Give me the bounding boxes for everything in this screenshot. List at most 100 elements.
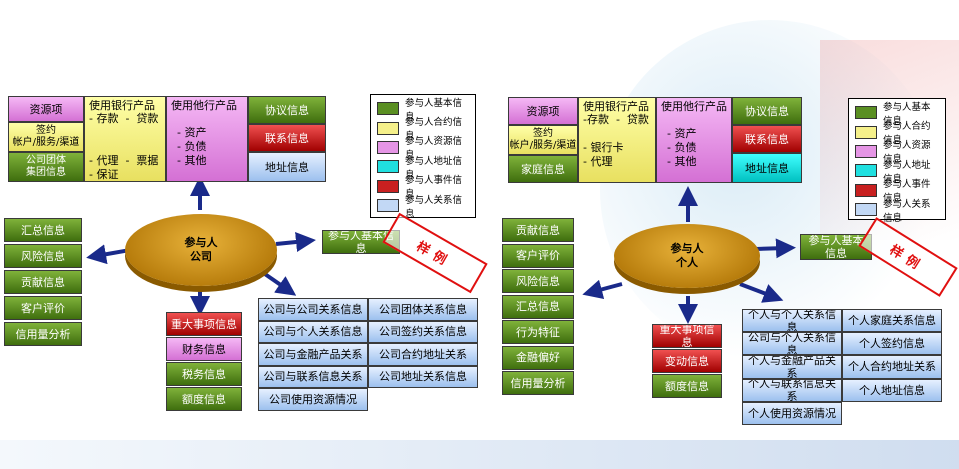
person-legend-item: 参与人地址信息 — [855, 160, 939, 185]
company-other-products-title: 使用他行产品 — [171, 99, 237, 112]
company-contract-box: 签约 帐户/服务/渠道 — [8, 122, 84, 152]
person-legend-swatch — [855, 203, 877, 217]
arrow-person-left — [582, 279, 623, 300]
person-legend-label: 参与人关系信息 — [883, 198, 931, 224]
company-bottom-item: 额度信息 — [166, 387, 242, 411]
company-bottom-item: 重大事项信息 — [166, 312, 242, 336]
company-legend-label: 参与人地址信息 — [405, 155, 463, 181]
person-center-line2: 个人 — [676, 256, 698, 269]
person-legend-swatch — [855, 125, 877, 139]
person-address-box: 地址信息 — [732, 153, 802, 183]
person-left-item: 信用量分析 — [502, 371, 574, 395]
company-left-item: 汇总信息 — [4, 218, 82, 242]
person-family-box: 家庭信息 — [508, 155, 578, 183]
person-other-products-list: - 资产 - 负债 - 其他 — [667, 127, 697, 168]
company-legend-label: 参与人合约信息 — [405, 117, 463, 143]
person-relation-item: 个人使用资源情况 — [742, 401, 842, 425]
company-legend-item: 参与人地址信息 — [377, 156, 469, 181]
company-left-item: 客户评价 — [4, 296, 82, 320]
company-bottom-item: 财务信息 — [166, 337, 242, 361]
person-legend-item: 参与人资源信息 — [855, 140, 939, 165]
company-relation-item: 公司与公司关系信息 — [258, 298, 368, 321]
company-legend-swatch — [377, 121, 399, 135]
company-relation-item: 公司与金融产品关系 — [258, 343, 368, 366]
arrow-company-left — [86, 244, 131, 265]
person-legend-item: 参与人事件信息 — [855, 179, 939, 204]
company-legend-swatch — [377, 179, 399, 193]
person-own-products-list: -存款 - 贷款 - 银行卡 - 代理 — [583, 113, 649, 168]
company-own-products-box: 使用银行产品 - 存款 - 贷款 - 代理 - 票据 - 保证 — [84, 96, 166, 182]
person-contact-box: 联系信息 — [732, 125, 802, 153]
company-legend-swatch — [377, 102, 399, 116]
person-legend-swatch — [855, 164, 877, 178]
person-legend-item: 参与人关系信息 — [855, 199, 939, 224]
person-relation-item: 个人与金融产品关系 — [742, 355, 842, 379]
person-own-products-box: 使用银行产品 -存款 - 贷款 - 银行卡 - 代理 — [578, 97, 656, 183]
company-address-box: 地址信息 — [248, 152, 326, 182]
person-bottom-item: 额度信息 — [652, 374, 722, 398]
company-center-line1: 参与人 — [184, 236, 218, 249]
person-left-item: 汇总信息 — [502, 294, 574, 319]
company-own-products-list: - 存款 - 贷款 - 代理 - 票据 - 保证 — [89, 112, 159, 181]
company-own-products-title: 使用银行产品 — [89, 99, 155, 112]
arrow-company-down-right — [260, 270, 297, 296]
person-legend-swatch — [855, 106, 877, 120]
person-left-item: 风险信息 — [502, 269, 574, 293]
company-legend-label: 参与人关系信息 — [405, 194, 463, 220]
company-relation-item: 公司与联系信息关系 — [258, 365, 368, 388]
company-contact-box: 联系信息 — [248, 124, 326, 152]
person-legend-item: 参与人基本信息 — [855, 102, 939, 127]
person-center-node: 参与人 个人 — [614, 224, 760, 288]
person-legend-label: 参与人地址信息 — [883, 159, 931, 185]
person-legend-label: 参与人基本信息 — [883, 101, 931, 127]
company-agreement-box: 协议信息 — [248, 96, 326, 124]
company-resource-box: 资源项 — [8, 96, 84, 122]
person-relation-item: 个人签约信息 — [842, 332, 942, 356]
company-other-products-box: 使用他行产品 - 资产 - 负债 - 其他 — [166, 96, 248, 182]
person-relation-item: 个人地址信息 — [842, 378, 942, 402]
background-bottom-stripe — [0, 440, 959, 469]
company-left-item: 信用量分析 — [4, 322, 82, 346]
company-legend-label: 参与人资源信息 — [405, 136, 463, 162]
person-legend-label: 参与人合约信息 — [883, 121, 931, 147]
company-relation-item: 公司地址关系信息 — [368, 365, 478, 388]
person-other-products-box: 使用他行产品 - 资产 - 负债 - 其他 — [656, 97, 732, 183]
person-legend: 参与人基本信息参与人合约信息参与人资源信息参与人地址信息参与人事件信息参与人关系… — [848, 98, 946, 224]
company-group-box: 公司团体 集团信息 — [8, 152, 84, 182]
company-left-item: 贡献信息 — [4, 270, 82, 294]
person-relation-item: 个人与联系信息关系 — [742, 378, 842, 402]
person-relation-item: 个人合约地址关系 — [842, 355, 942, 379]
person-legend-label: 参与人事件信息 — [883, 179, 931, 205]
company-legend: 参与人基本信息参与人合约信息参与人资源信息参与人地址信息参与人事件信息参与人关系… — [370, 94, 476, 220]
person-legend-swatch — [855, 183, 877, 197]
person-left-item: 金融偏好 — [502, 345, 574, 370]
company-center-node: 参与人 公司 — [125, 214, 277, 286]
company-legend-swatch — [377, 199, 399, 213]
person-center-line1: 参与人 — [670, 242, 704, 255]
company-legend-label: 参与人基本信息 — [405, 97, 463, 123]
person-bottom-item: 重大事项信息 — [652, 324, 722, 348]
company-legend-item: 参与人合约信息 — [377, 117, 469, 142]
company-bottom-item: 税务信息 — [166, 362, 242, 386]
person-left-item: 客户评价 — [502, 243, 574, 268]
company-relation-item: 公司签约关系信息 — [368, 320, 478, 343]
arrow-person-right — [755, 238, 796, 259]
person-relation-item: 公司与个人关系信息 — [742, 332, 842, 356]
company-legend-swatch — [377, 140, 399, 154]
person-legend-label: 参与人资源信息 — [883, 140, 931, 166]
person-own-products-title: 使用银行产品 — [583, 100, 649, 113]
person-relation-item: 个人家庭关系信息 — [842, 309, 942, 333]
person-resource-box: 资源项 — [508, 97, 578, 125]
company-relation-item: 公司与个人关系信息 — [258, 320, 368, 343]
company-legend-swatch — [377, 160, 399, 174]
person-agreement-box: 协议信息 — [732, 97, 802, 125]
person-legend-item: 参与人合约信息 — [855, 121, 939, 146]
company-legend-item: 参与人基本信息 — [377, 98, 469, 123]
person-left-item: 贡献信息 — [502, 218, 574, 242]
company-relation-item: 公司合约地址关系 — [368, 343, 478, 366]
company-legend-label: 参与人事件信息 — [405, 175, 463, 201]
company-legend-item: 参与人资源信息 — [377, 136, 469, 161]
company-relation-item: 公司团体关系信息 — [368, 298, 478, 321]
person-other-products-title: 使用他行产品 — [661, 100, 727, 113]
